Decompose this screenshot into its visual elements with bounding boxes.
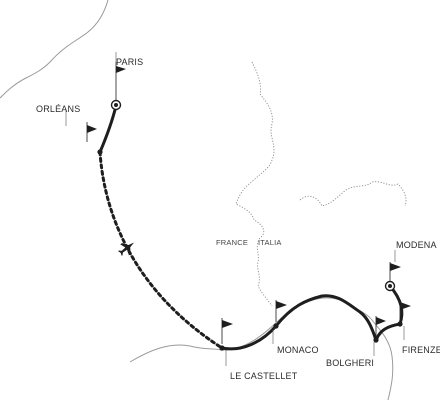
stop-markers [97,99,403,351]
end-marker-modena [384,280,396,292]
stop-marker-bolgheri [373,337,379,343]
border-france-italia [235,61,407,307]
place-label-paris: PARIS [116,57,144,67]
place-label-firenze: FIRENZE [402,345,440,355]
stop-marker-monaco [273,323,279,329]
route [98,104,404,351]
country-label-italia: ITALIA [258,238,282,247]
place-label-orleans: ORLÉANS [36,104,81,114]
flag-icon-monaco [275,300,287,322]
place-label-le-castellet: LE CASTELLET [230,371,298,381]
route-leg-paris-orleans [98,104,118,154]
place-label-bolgheri: BOLGHERI [326,358,375,368]
flag-icon-orleans [86,122,97,142]
route-leg-orleans-le-castellet [98,150,224,350]
flag-icon-paris [115,62,126,100]
stop-marker-orleans [97,149,103,155]
flag-icon-bolgheri [375,316,386,336]
airplane-icon [118,242,135,256]
coastline [0,0,394,400]
label-leaders [65,52,405,366]
place-label-monaco: MONACO [277,345,319,355]
flag-icon-modena [389,262,401,282]
route-leg-le-castellet-monaco [220,324,278,351]
stop-marker-le-castellet [219,345,225,351]
stop-marker-firenze [397,321,403,327]
place-label-modena: MODENA [396,240,437,250]
flag-icon-firenze [399,300,411,320]
start-marker-paris [110,99,122,111]
country-label-france: FRANCE [216,238,249,247]
flags [86,62,411,344]
flag-icon-le-castellet [221,318,233,344]
route-leg-monaco-bolgheri [274,294,378,342]
route-leg-bolgheri-firenze [374,322,402,342]
